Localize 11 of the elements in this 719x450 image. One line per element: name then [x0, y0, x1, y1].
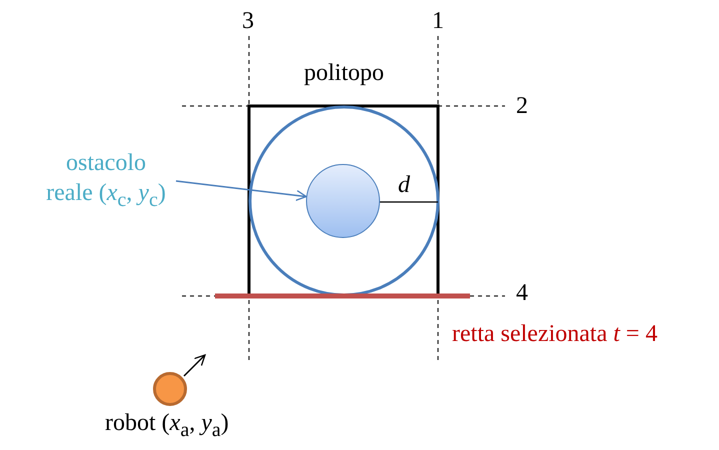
robot-circle — [153, 372, 187, 406]
obstacle-label: ostacolo reale (x$_{c}$, y$_{c}$) — [40, 148, 172, 215]
guide-number: 2 — [516, 93, 528, 119]
polytope-label: politopo — [304, 60, 384, 86]
selected-line-label: retta selezionata t = 4 — [452, 321, 658, 347]
leader-arrow — [176, 180, 307, 202]
radius-label: d — [398, 172, 410, 198]
robot-label: robot (x$_{a}$, y$_{a}$) — [105, 410, 229, 443]
guide-number: 1 — [432, 8, 444, 34]
guide-number: 4 — [516, 280, 528, 306]
guide-number: 3 — [242, 8, 254, 34]
